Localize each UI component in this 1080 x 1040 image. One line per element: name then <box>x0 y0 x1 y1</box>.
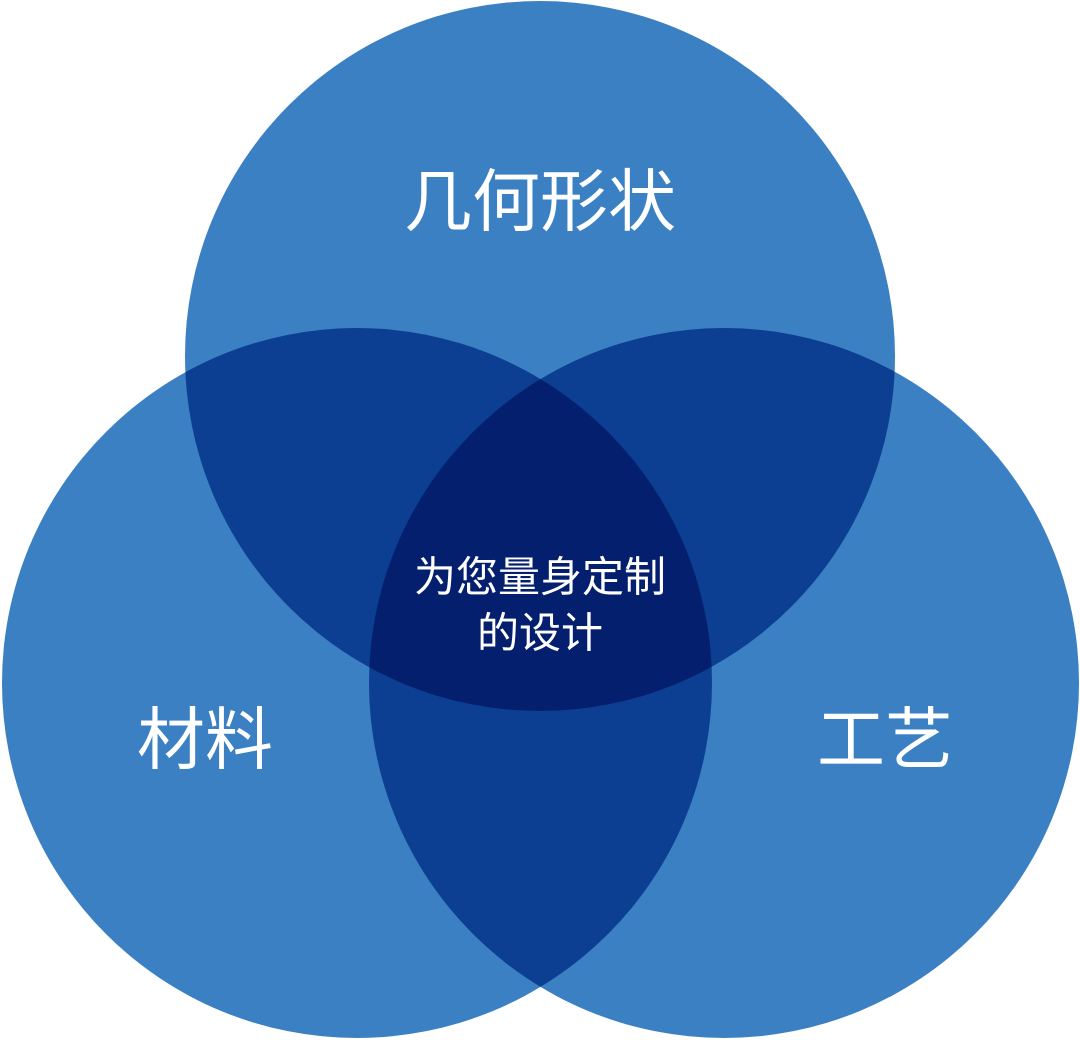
label-center-line2: 的设计 <box>477 609 603 658</box>
overlap-center <box>369 328 712 711</box>
label-left: 材料 <box>137 702 273 781</box>
label-center-line1: 为您量身定制 <box>414 553 666 602</box>
label-right: 工艺 <box>817 702 953 781</box>
label-top: 几何形状 <box>404 164 676 243</box>
